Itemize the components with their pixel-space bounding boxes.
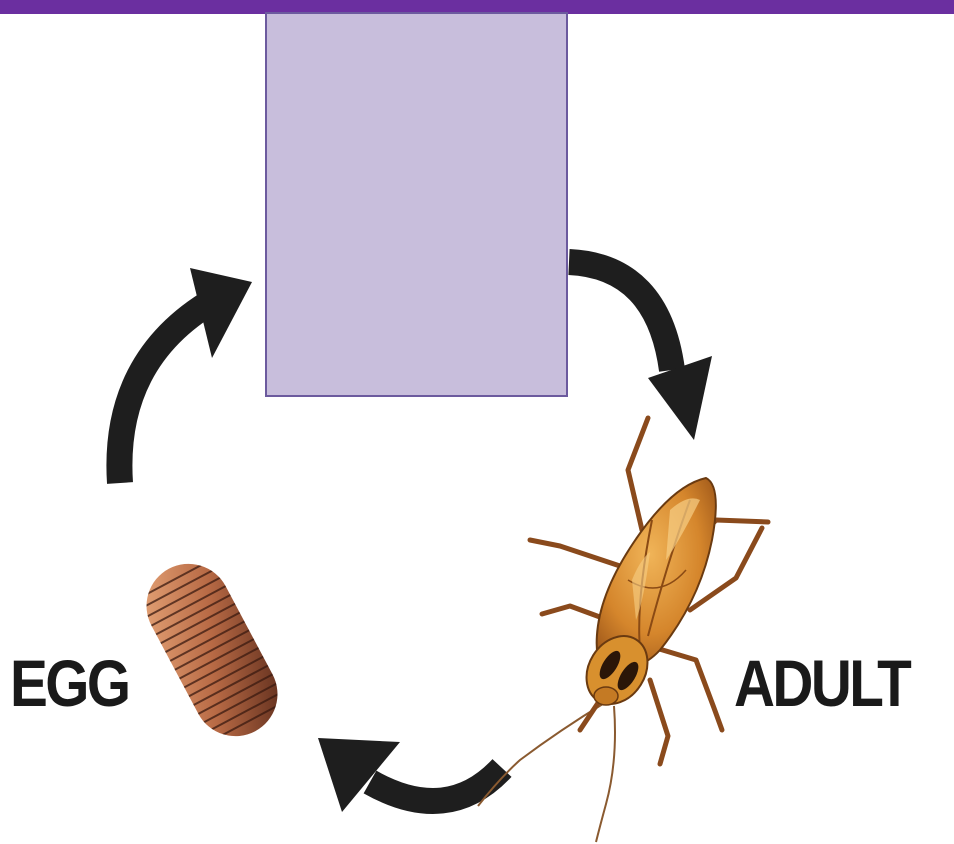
adult-label: ADULT [734, 650, 909, 716]
cycle-arrow-icon [569, 262, 712, 440]
cycle-arrow-icon [318, 738, 502, 812]
cockroach-icon [478, 418, 768, 842]
egg-icon [125, 545, 300, 754]
cycle-arrow-icon [119, 268, 252, 483]
egg-label: EGG [10, 650, 128, 716]
